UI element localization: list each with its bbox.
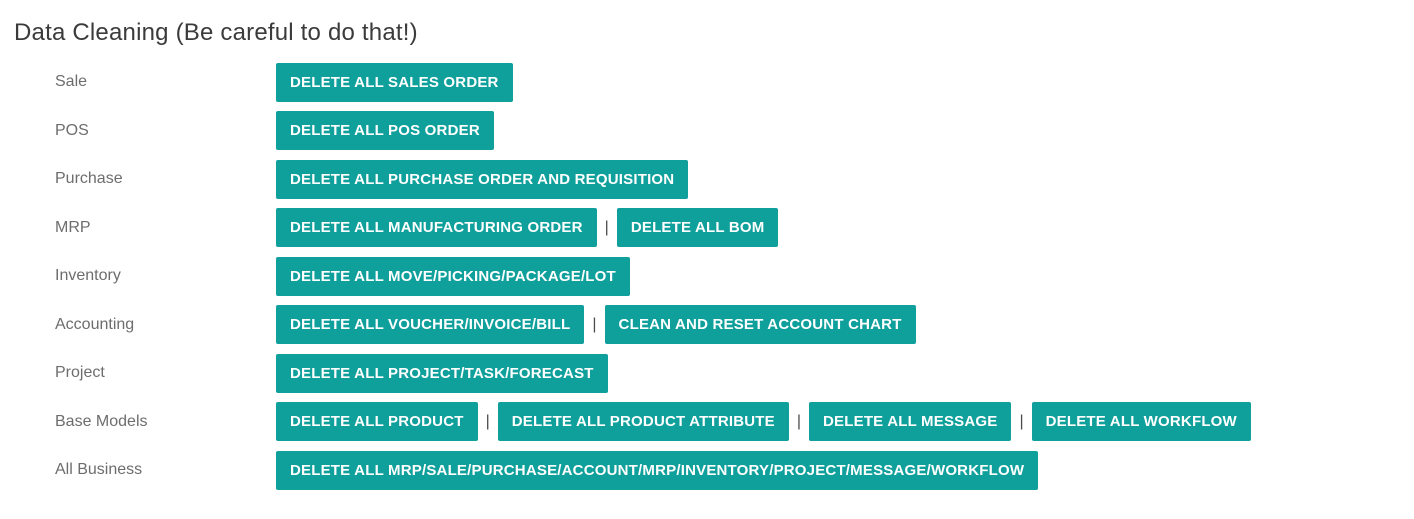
button-delete-all-product-attribute[interactable]: DELETE ALL PRODUCT ATTRIBUTE (497, 402, 789, 442)
row-label: POS (55, 121, 89, 139)
cleanup-row-accounting: Accounting DELETE ALL VOUCHER/INVOICE/BIL… (0, 301, 1414, 350)
button-delete-all-message[interactable]: DELETE ALL MESSAGE (809, 402, 1012, 442)
cleanup-row-inventory: Inventory DELETE ALL MOVE/PICKING/PACKAGE… (0, 252, 1414, 301)
row-label: Sale (55, 73, 88, 91)
cleanup-row-pos: POS DELETE ALL POS ORDER (0, 107, 1414, 156)
row-buttons: DELETE ALL PRODUCT | DELETE ALL PRODUCT AT… (276, 402, 1414, 442)
page-title: Data Cleaning (Be careful to do that!) (14, 19, 418, 46)
button-delete-all-move-picking-package-lot[interactable]: DELETE ALL MOVE/PICKING/PACKAGE/LOT (276, 256, 630, 296)
row-buttons: DELETE ALL POS ORDER (276, 111, 1414, 151)
row-buttons: DELETE ALL VOUCHER/INVOICE/BILL | CLEAN AN… (276, 305, 1414, 345)
row-label: Project (55, 364, 105, 382)
row-buttons: DELETE ALL PROJECT/TASK/FORECAST (276, 353, 1414, 393)
button-delete-all-pos-order[interactable]: DELETE ALL POS ORDER (276, 111, 494, 151)
row-buttons: DELETE ALL MOVE/PICKING/PACKAGE/LOT (276, 256, 1414, 296)
button-delete-all-purchase-order-and-requisition[interactable]: DELETE ALL PURCHASE ORDER AND REQUISITIO… (276, 159, 689, 199)
row-buttons: DELETE ALL MRP/SALE/PURCHASE/ACCOUNT/MRP… (276, 450, 1414, 490)
row-label: Inventory (55, 267, 121, 285)
button-separator: | (592, 315, 597, 333)
row-label: Purchase (55, 170, 123, 188)
button-separator: | (485, 412, 490, 430)
cleanup-row-purchase: Purchase DELETE ALL PURCHASE ORDER AND RE… (0, 155, 1414, 204)
button-delete-all-mrp-sale-purchase-account-mrp-inventory-project-message-workflow[interactable]: DELETE ALL MRP/SALE/PURCHASE/ACCOUNT/MRP… (276, 450, 1039, 490)
button-delete-all-sales-order[interactable]: DELETE ALL SALES ORDER (276, 62, 513, 102)
button-separator: | (796, 412, 802, 430)
button-delete-all-project-task-forecast[interactable]: DELETE ALL PROJECT/TASK/FORECAST (276, 353, 608, 393)
cleanup-row-all-business: All Business DELETE ALL MRP/SALE/PURCHASE… (0, 446, 1414, 495)
row-label: MRP (55, 218, 91, 236)
cleanup-rows: Sale DELETE ALL SALES ORDER POS DELETE ALL … (0, 58, 1414, 495)
row-label: Base Models (55, 412, 148, 430)
button-separator: | (604, 218, 609, 236)
button-delete-all-manufacturing-order[interactable]: DELETE ALL MANUFACTURING ORDER (276, 208, 597, 248)
button-separator: | (1019, 412, 1024, 430)
button-delete-all-bom[interactable]: DELETE ALL BOM (616, 208, 779, 248)
row-label: All Business (55, 461, 143, 479)
row-buttons: DELETE ALL MANUFACTURING ORDER | DELETE AL… (276, 208, 1414, 248)
cleanup-row-sale: Sale DELETE ALL SALES ORDER (0, 58, 1414, 107)
row-label: Accounting (55, 315, 135, 333)
cleanup-row-project: Project DELETE ALL PROJECT/TASK/FORECAST (0, 349, 1414, 398)
row-buttons: DELETE ALL SALES ORDER (276, 62, 1414, 102)
button-delete-all-product[interactable]: DELETE ALL PRODUCT (276, 402, 478, 442)
button-clean-and-reset-account-chart[interactable]: CLEAN AND RESET ACCOUNT CHART (604, 305, 916, 345)
button-delete-all-voucher-invoice-bill[interactable]: DELETE ALL VOUCHER/INVOICE/BILL (276, 305, 585, 345)
row-buttons: DELETE ALL PURCHASE ORDER AND REQUISITIO… (276, 159, 1414, 199)
button-delete-all-workflow[interactable]: DELETE ALL WORKFLOW (1031, 402, 1251, 442)
